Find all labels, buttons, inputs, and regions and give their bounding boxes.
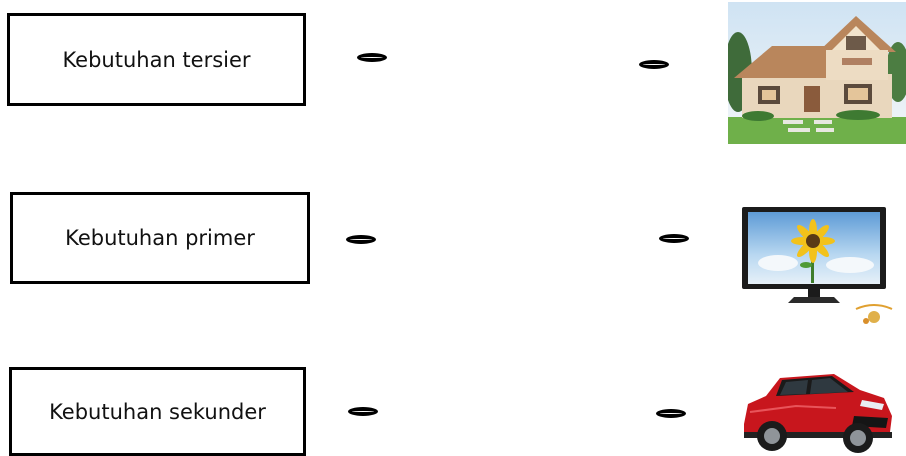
- house-picture[interactable]: [728, 2, 906, 144]
- label-box-sekunder[interactable]: Kebutuhan sekunder: [9, 367, 306, 456]
- label-primer-text: Kebutuhan primer: [65, 226, 255, 250]
- tv-picture[interactable]: [738, 205, 896, 329]
- television-icon: [742, 207, 893, 324]
- connector-left-2[interactable]: [346, 235, 376, 244]
- connector-left-1[interactable]: [357, 53, 387, 62]
- car-picture[interactable]: [736, 366, 896, 456]
- connector-right-2[interactable]: [659, 234, 689, 243]
- car-icon: [744, 374, 892, 453]
- label-box-primer[interactable]: Kebutuhan primer: [10, 192, 310, 284]
- connector-right-1[interactable]: [639, 60, 669, 69]
- connector-left-3[interactable]: [348, 407, 378, 416]
- connector-right-3[interactable]: [656, 409, 686, 418]
- house-icon: [728, 2, 906, 144]
- label-sekunder-text: Kebutuhan sekunder: [49, 399, 266, 424]
- label-box-tersier[interactable]: Kebutuhan tersier: [7, 13, 306, 106]
- label-tersier-text: Kebutuhan tersier: [62, 47, 251, 72]
